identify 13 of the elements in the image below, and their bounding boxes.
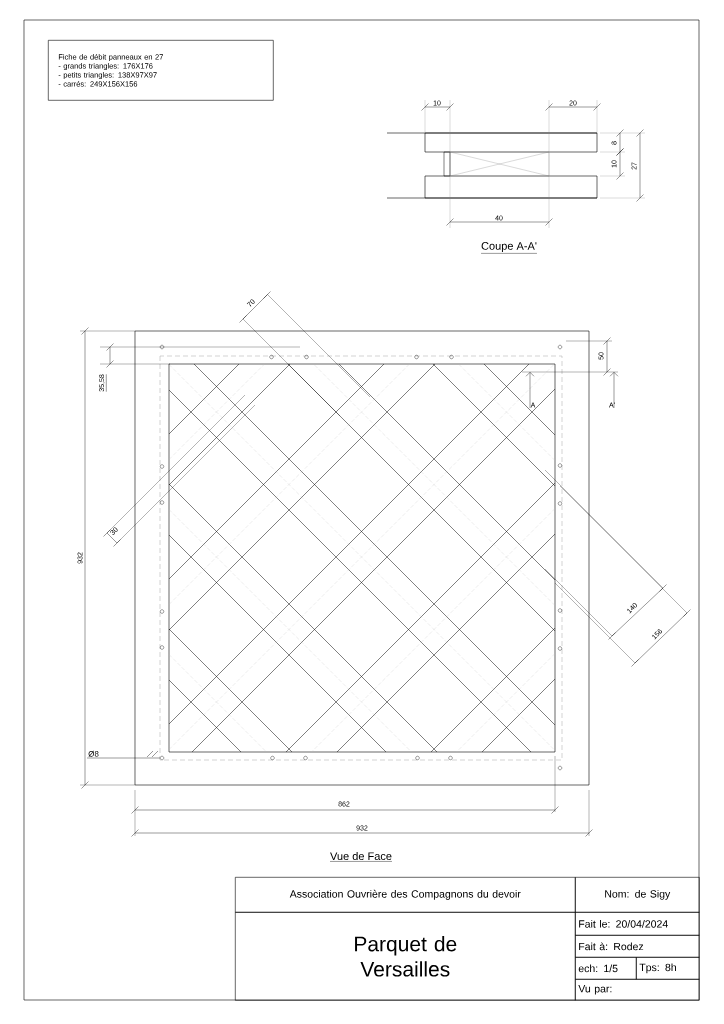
diameter-label: Ø8 <box>88 750 99 757</box>
title-block-cell: Vu par: <box>575 979 700 1001</box>
leader-line <box>86 750 161 759</box>
drawing-title: Parquet de Versailles <box>235 912 576 1001</box>
title-block-cell: Association Ouvrière des Compagnons du devoir <box>235 877 576 913</box>
title-block-cell: Nom: de Sigy <box>575 877 700 913</box>
title-block-cell: ech: 1/5 <box>575 957 637 980</box>
title-block-cell: Fait le: 20/04/2024 <box>575 912 700 936</box>
title-block-cell: Tps: 8h <box>636 957 700 980</box>
view-caption: Vue de Face <box>329 851 393 862</box>
hole <box>160 756 164 760</box>
title-block-cell: Fait à: Rodez <box>575 935 700 958</box>
view-caption: Coupe A-A' <box>480 242 538 254</box>
